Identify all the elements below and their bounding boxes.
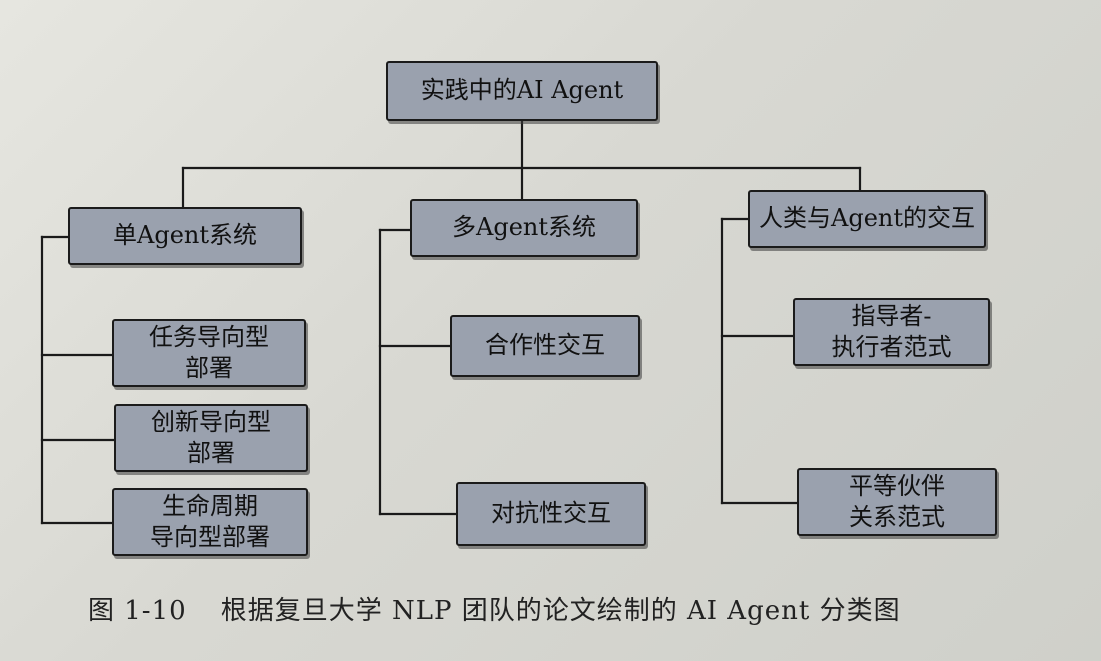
leaf-task-oriented: 任务导向型 部署	[112, 319, 306, 387]
leaf-cooperative-interaction: 合作性交互	[450, 315, 640, 377]
category-multi-agent: 多Agent系统	[410, 199, 638, 257]
leaf-equal-partnership: 平等伙伴 关系范式	[797, 468, 997, 536]
figure-caption: 图 1-10 根据复旦大学 NLP 团队的论文绘制的 AI Agent 分类图	[88, 590, 901, 627]
category-single-agent: 单Agent系统	[68, 207, 302, 265]
root-node: 实践中的AI Agent	[386, 61, 658, 121]
figure-caption-text: 根据复旦大学 NLP 团队的论文绘制的 AI Agent 分类图	[220, 596, 901, 626]
category-human-agent-interaction: 人类与Agent的交互	[748, 190, 986, 248]
leaf-adversarial-interaction: 对抗性交互	[456, 482, 646, 546]
leaf-innovation-oriented: 创新导向型 部署	[114, 404, 308, 472]
figure-number: 图 1-10	[88, 596, 187, 626]
leaf-instructor-executor: 指导者- 执行者范式	[793, 298, 990, 366]
leaf-lifecycle-oriented: 生命周期 导向型部署	[112, 488, 308, 556]
